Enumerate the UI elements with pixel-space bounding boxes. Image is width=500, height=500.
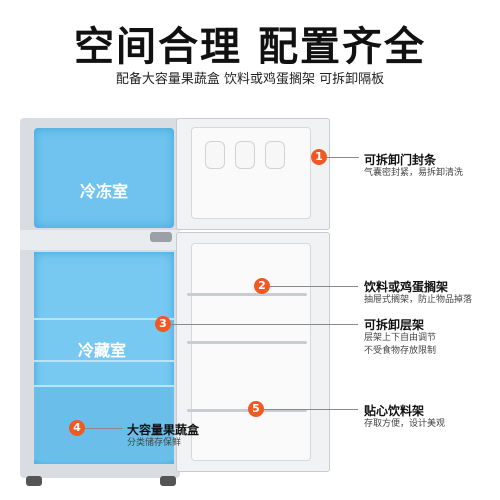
compartment-divider	[20, 230, 180, 250]
callout-title-3: 可拆卸层架	[364, 318, 425, 332]
door-hinge	[150, 232, 172, 242]
freezer-door[interactable]	[176, 118, 330, 230]
fridge-leg	[26, 476, 42, 486]
fridge-leg	[160, 476, 176, 486]
crisper-drawer	[34, 385, 174, 460]
callout-title-2: 饮料或鸡蛋搁架	[364, 280, 449, 294]
callout-desc-3-line2: 不受食物存放限制	[364, 346, 437, 356]
fridge-door-liner	[191, 243, 311, 461]
crisper-top-edge	[34, 385, 174, 387]
door-dimple	[265, 141, 285, 169]
fridge-door[interactable]	[176, 232, 330, 472]
leader-line-4	[85, 428, 123, 429]
door-dimple	[235, 141, 255, 169]
callout-desc-1: 气囊密封紧，易拆卸清洗	[364, 168, 464, 178]
callout-title-1: 可拆卸门封条	[364, 153, 437, 167]
drink-rack	[187, 409, 307, 412]
freezer-compartment	[34, 128, 174, 228]
fridge-label: 冷藏室	[78, 341, 127, 360]
leader-line-5	[264, 409, 358, 410]
callout-title-5: 贴心饮料架	[364, 404, 425, 418]
callout-desc-4: 分类储存保鲜	[127, 438, 182, 448]
fridge-shelf	[34, 360, 174, 362]
callout-desc-5: 存取方便，设计美观	[364, 419, 446, 429]
page-subtitle: 配备大容量果蔬盒 饮料或鸡蛋搁架 可拆卸隔板	[115, 72, 385, 87]
fridge-shelf	[34, 318, 174, 320]
callout-desc-3-line1: 层架上下自由调节	[364, 333, 437, 343]
freezer-label: 冷冻室	[80, 182, 129, 201]
door-shelf	[187, 341, 307, 344]
egg-rack	[187, 293, 307, 296]
callout-desc-2: 抽屉式搁架，防止物品掉落	[364, 295, 473, 305]
leader-line-3	[171, 324, 358, 325]
callout-badge-4: 4	[69, 420, 85, 436]
leader-line-1	[327, 157, 359, 158]
callout-badge-1: 1	[311, 149, 327, 165]
callout-badge-5: 5	[248, 401, 264, 417]
callout-badge-2: 2	[254, 278, 270, 294]
leader-line-2	[270, 286, 358, 287]
page-title: 空间合理 配置齐全	[74, 24, 426, 70]
callout-badge-3: 3	[155, 316, 171, 332]
door-dimple	[205, 141, 225, 169]
callout-title-4: 大容量果蔬盒	[127, 423, 200, 437]
